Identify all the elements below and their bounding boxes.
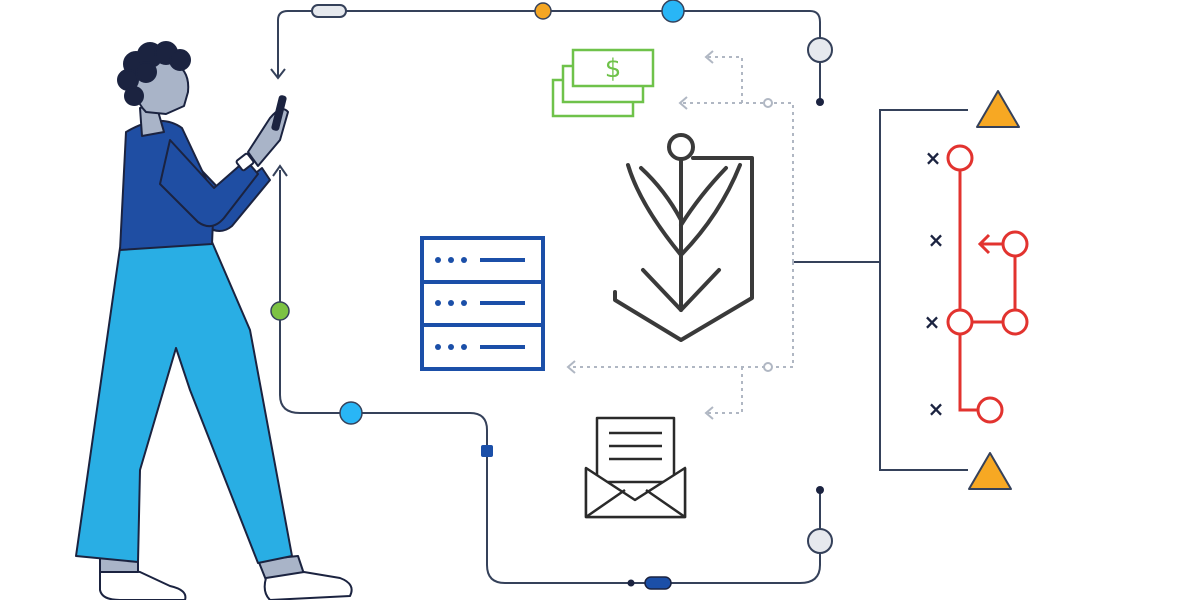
- red-node: [1001, 230, 1029, 258]
- dotted-arrow-icon: [678, 96, 688, 110]
- envelope-icon: [584, 416, 687, 519]
- anchor-shield-logo: [613, 133, 754, 342]
- red-flow-down: [958, 334, 978, 412]
- hair-curl: [124, 86, 144, 106]
- dotted-arrow-icon: [566, 360, 576, 374]
- x-mark-icon: ×: [924, 310, 941, 334]
- x-mark-icon: ×: [928, 397, 945, 421]
- server-light: [461, 300, 467, 306]
- hair: [117, 41, 191, 106]
- top-pill-node: [311, 4, 347, 18]
- grey-node-top: [807, 37, 833, 63]
- top-connector: [277, 10, 821, 100]
- arrowheads: [270, 68, 288, 177]
- x-mark-icon: ×: [925, 146, 942, 170]
- pants: [75, 241, 293, 564]
- arrow-down-icon: [270, 68, 286, 80]
- warning-triangle-icon: [976, 90, 1020, 128]
- server-light: [435, 257, 441, 263]
- server-light: [448, 257, 454, 263]
- bottom-pill-node: [644, 576, 672, 590]
- red-node: [976, 396, 1004, 424]
- dot-bottom-small: [627, 579, 635, 587]
- grey-node-bottom: [807, 528, 833, 554]
- red-arrow-icon: [977, 233, 991, 255]
- server-light: [461, 344, 467, 350]
- dotted-node: [763, 362, 773, 372]
- dotted-arrowheads: [566, 50, 714, 420]
- bracket: [879, 109, 968, 471]
- leaf-left: [626, 163, 683, 257]
- hair-curl: [135, 61, 157, 83]
- money-bills-icon: [551, 48, 655, 118]
- watch-icon: [235, 152, 255, 172]
- dotted-arrow-icon: [704, 406, 714, 420]
- left-connector: [279, 170, 821, 584]
- leaf-left-inner: [639, 166, 683, 222]
- dotted-node: [763, 98, 773, 108]
- x-marks: × × × ×: [924, 146, 945, 421]
- red-flow: [946, 144, 1029, 424]
- leaf-right: [679, 163, 742, 257]
- server-light: [448, 344, 454, 350]
- warning-triangle-icon: [968, 452, 1012, 490]
- envelope-front: [584, 466, 687, 519]
- front-arm: [159, 139, 259, 228]
- dotted-bottom-2: [706, 367, 743, 414]
- dotted-bottom-1: [568, 262, 794, 368]
- dotted-arrow-icon: [704, 50, 714, 64]
- arrow-up-icon: [272, 164, 288, 177]
- anchor-ring: [667, 133, 695, 161]
- dot-top-end: [816, 98, 824, 106]
- dotted-top-1: [706, 56, 743, 103]
- red-node: [1001, 308, 1029, 336]
- hand: [247, 108, 289, 167]
- server-bars: [480, 258, 525, 349]
- shield-outline: [613, 156, 754, 342]
- server-light: [461, 257, 467, 263]
- server-light: [435, 300, 441, 306]
- server-light: [448, 300, 454, 306]
- blue-square-node: [481, 445, 493, 457]
- currency-symbol: $: [605, 54, 622, 84]
- red-node: [946, 144, 974, 172]
- red-node: [946, 308, 974, 336]
- bill-front: [571, 48, 655, 88]
- green-node: [270, 301, 290, 321]
- x-mark-icon: ×: [928, 228, 945, 252]
- person-figure: [75, 41, 353, 600]
- leaf-right-inner: [679, 166, 728, 227]
- front-shoe: [263, 571, 353, 600]
- server-light: [435, 344, 441, 350]
- phone-icon: [271, 95, 287, 131]
- anchor-arrow: [641, 268, 721, 312]
- cyan-node-top: [661, 0, 685, 23]
- hair-curl: [169, 49, 191, 71]
- server-lights: [435, 257, 467, 350]
- server-stack-icon: [420, 236, 545, 371]
- letter-paper: [595, 416, 676, 484]
- envelope-fold: [585, 488, 686, 519]
- dot-bottom-end: [816, 486, 824, 494]
- back-shoe: [99, 565, 187, 600]
- dotted-lines: [568, 56, 794, 414]
- cyan-node-left: [339, 401, 363, 425]
- orange-node: [534, 2, 552, 20]
